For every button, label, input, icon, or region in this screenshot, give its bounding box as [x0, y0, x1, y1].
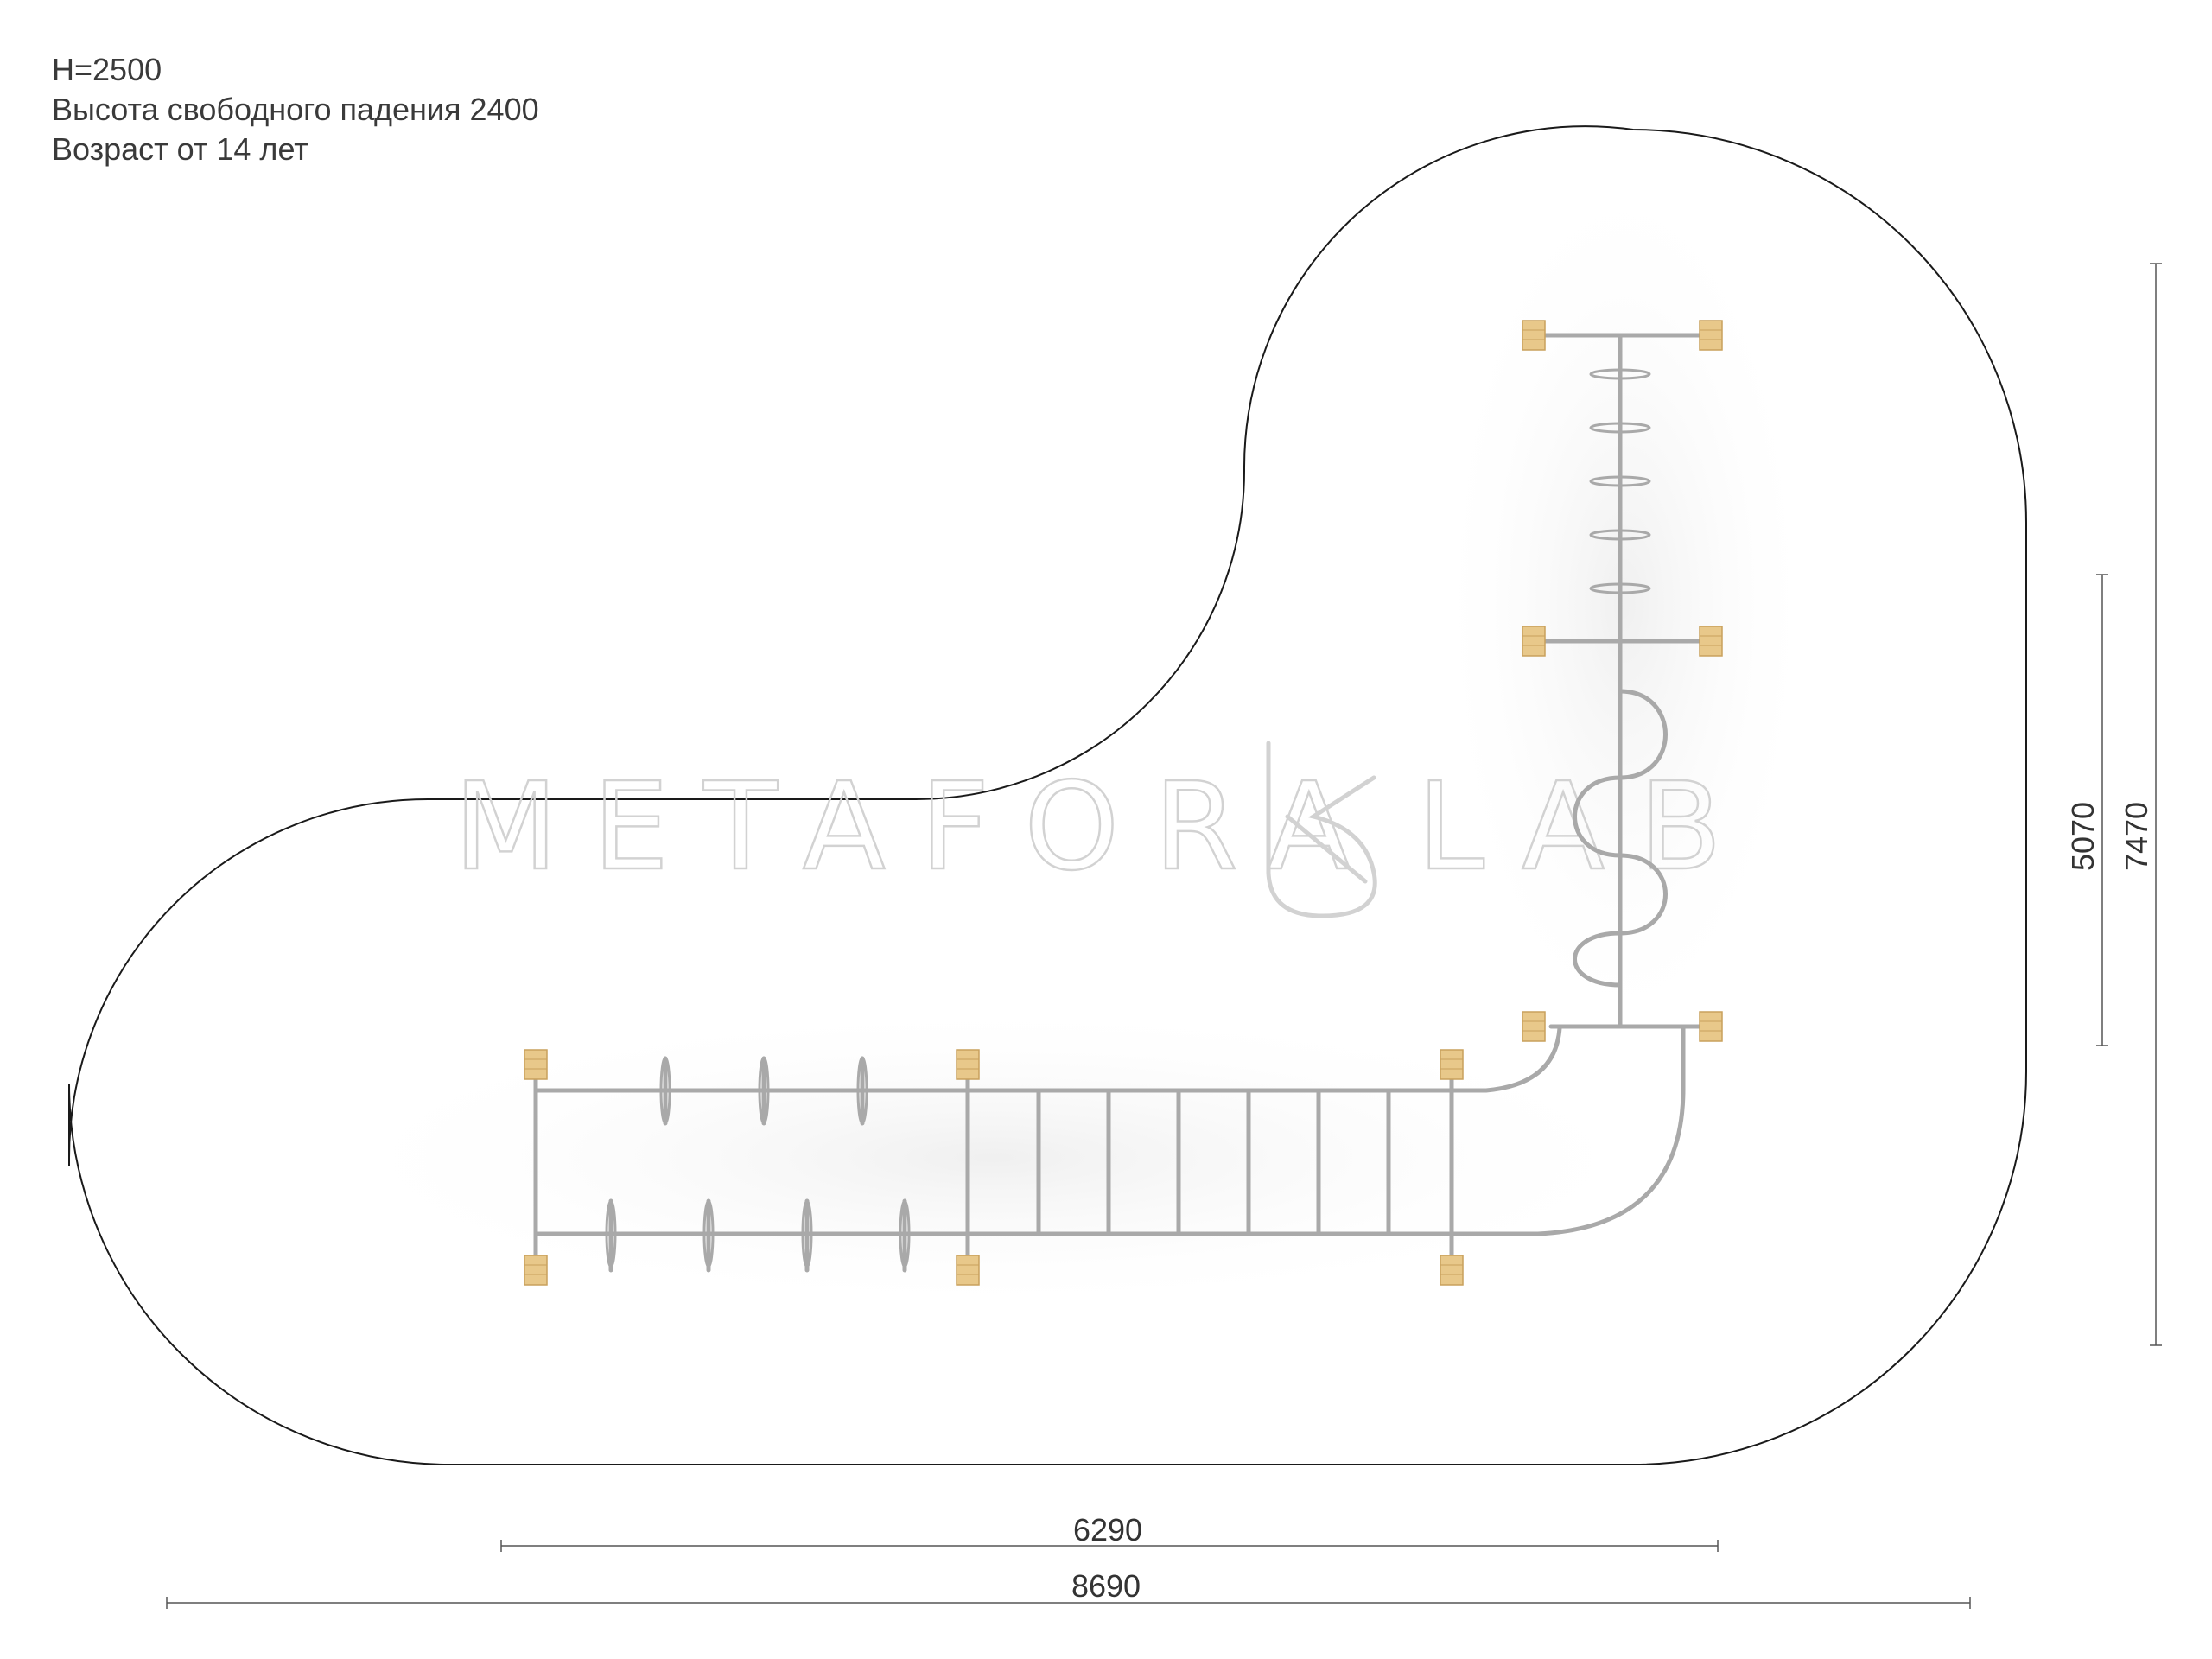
watermark-b-mark — [1266, 741, 1377, 918]
ground-shadow — [302, 156, 1815, 1313]
watermark-logo: METAFORA LAB — [453, 741, 1757, 918]
height-label: H=2500 — [52, 52, 162, 87]
curved-rails — [1449, 1024, 1712, 1236]
vertical-section — [1535, 333, 1713, 1029]
age-label: Возраст от 14 лет — [52, 131, 308, 167]
watermark-right: LAB — [1417, 757, 1757, 898]
info-block: H=2500 Высота свободного падения 2400 Во… — [52, 50, 539, 169]
step-rings — [1589, 368, 1651, 594]
dimension-width-total: 8690 — [1071, 1568, 1141, 1604]
watermark-left: METAFORA — [454, 757, 1385, 898]
dimension-height-total: 7470 — [2119, 802, 2154, 871]
dimension-lines — [166, 263, 2162, 1609]
safety-zone-outline — [68, 125, 2027, 1465]
dimension-height-inner: 5070 — [2065, 802, 2101, 871]
hoop-rings — [605, 1056, 911, 1268]
dimension-width-inner: 6290 — [1073, 1512, 1142, 1548]
horizontal-section — [533, 1056, 1454, 1273]
fall-height-label: Высота свободного падения 2400 — [52, 92, 539, 127]
